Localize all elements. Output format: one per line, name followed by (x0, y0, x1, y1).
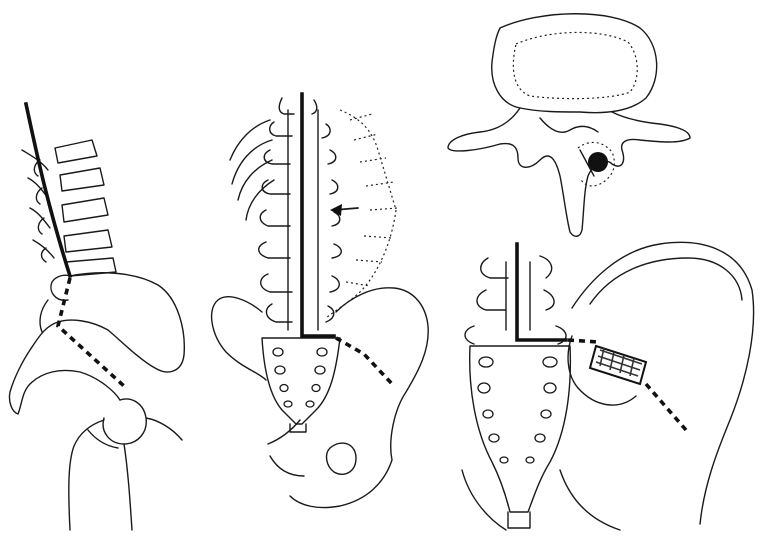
closeup-sacral-foramina (478, 357, 557, 463)
posterior-ribs (230, 120, 274, 220)
axial-dotted-outline (513, 32, 637, 98)
lateral-femur (69, 399, 182, 530)
panel-lateral-spine (9, 104, 184, 530)
lateral-pelvis (9, 273, 184, 414)
axial-vertebral-body (492, 14, 657, 113)
panel-lumbosacral-closeup (462, 242, 754, 530)
closeup-dashed-line (568, 340, 686, 430)
closeup-implant (590, 346, 646, 384)
posterior-obturator (327, 443, 356, 474)
closeup-sacrum (470, 346, 571, 528)
posterior-dashed-line (336, 338, 394, 386)
panel-axial-vertebra (448, 14, 690, 237)
lateral-vertebral-column (22, 140, 116, 276)
panel-posterior-spine (212, 94, 429, 508)
closeup-ilium (568, 242, 754, 524)
posterior-pelvis (212, 288, 429, 508)
posterior-vertebrae (259, 98, 342, 330)
closeup-solid-line (517, 244, 566, 340)
axial-implant (578, 142, 614, 186)
posterior-sacral-foramina (273, 348, 327, 407)
axial-posterior-elements (448, 108, 690, 236)
posterior-arrow (330, 204, 358, 216)
